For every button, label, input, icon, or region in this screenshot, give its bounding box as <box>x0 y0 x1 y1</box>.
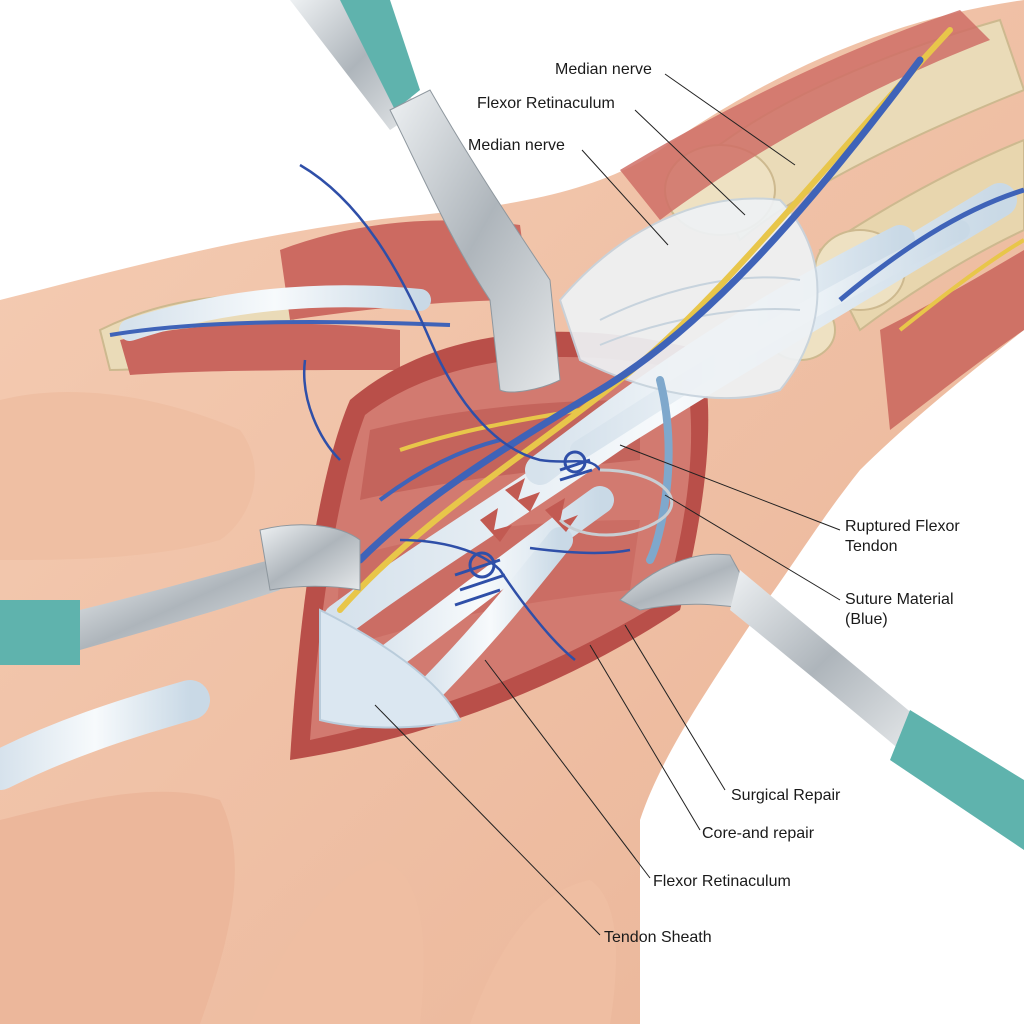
retractor-top <box>290 0 561 393</box>
label-median-nerve-top: Median nerve <box>555 61 652 78</box>
label-suture-material-line1: Suture Material <box>845 591 954 608</box>
blood-vessels <box>109 56 1024 564</box>
ruptured-tendon-ends <box>480 478 578 542</box>
label-core-and-repair: Core-and repair <box>702 825 815 842</box>
retractor-right <box>619 553 1024 850</box>
label-median-nerve-mid: Median nerve <box>468 137 565 154</box>
label-suture-material-line2: (Blue) <box>845 611 888 628</box>
label-flexor-retinaculum-bottom: Flexor Retinaculum <box>653 873 791 890</box>
tendon-sheath <box>319 608 462 729</box>
label-surgical-repair: Surgical Repair <box>731 787 841 804</box>
label-ruptured-flexor-tendon-line1: Ruptured Flexor <box>845 518 960 535</box>
forearm-muscles <box>120 10 1024 430</box>
label-flexor-retinaculum-top: Flexor Retinaculum <box>477 95 615 112</box>
leader-lines <box>374 73 841 936</box>
retractor-left <box>0 524 361 665</box>
label-ruptured-flexor-tendon-line2: Tendon <box>845 538 898 555</box>
suture-material <box>299 163 674 661</box>
label-tendon-sheath: Tendon Sheath <box>604 929 712 946</box>
